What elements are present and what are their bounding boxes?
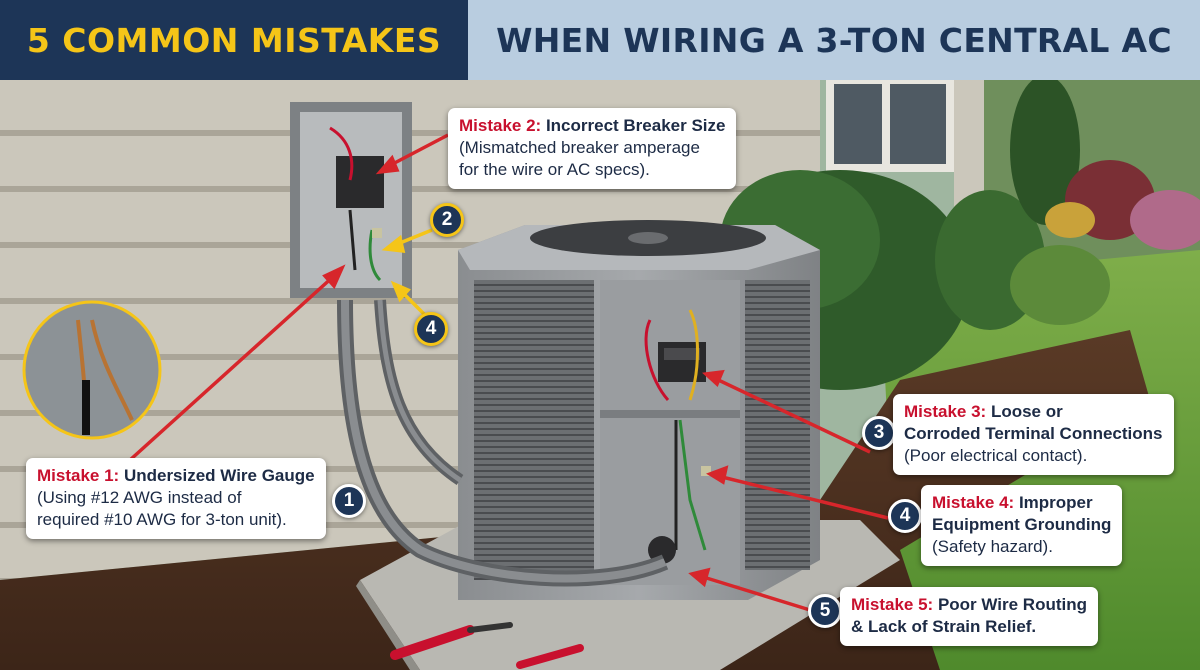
- callout-2-line-1: (Mismatched breaker amperage: [459, 138, 700, 157]
- arrow-mistake-3-head: [702, 369, 725, 387]
- arrow-mistake-4: [717, 474, 889, 520]
- zoom-copper-wire-2: [90, 319, 134, 421]
- arrow-mistake-1-head: [322, 264, 346, 290]
- callout-1-heading: Mistake 1: Undersized Wire Gauge: [37, 465, 315, 487]
- window-pane-right: [890, 84, 946, 164]
- callout-4-title: Improper: [1018, 493, 1093, 512]
- disconnect-ground-wire: [368, 229, 382, 282]
- callout-3-title: Loose or: [990, 402, 1063, 421]
- callout-mistake-1: Mistake 1: Undersized Wire Gauge (Using …: [26, 458, 326, 539]
- arrow-mistake-5: [699, 574, 811, 612]
- callout-2-title: Incorrect Breaker Size: [545, 116, 726, 135]
- callout-1-label: Mistake 1:: [37, 466, 120, 485]
- callout-1-line-1: (Using #12 AWG instead of: [37, 488, 242, 507]
- callout-4-line-1: (Safety hazard).: [932, 537, 1053, 556]
- title-banner-right: WHEN WIRING A 3-TON CENTRAL AC: [468, 0, 1200, 80]
- arrow-mistake-3: [711, 375, 871, 454]
- ac-ground-lug: [701, 466, 711, 476]
- wire-stripper-jaw: [467, 622, 513, 633]
- ac-ground-wire: [678, 419, 707, 551]
- callout-mistake-2: Mistake 2: Incorrect Breaker Size (Misma…: [448, 108, 737, 189]
- callout-2-line-2: for the wire or AC specs).: [459, 160, 650, 179]
- wire-gauge-zoom-inset: [22, 300, 162, 440]
- ac-coil-grille-right: [745, 280, 810, 570]
- ac-wire-red: [644, 319, 670, 402]
- callout-badge-4: 4: [888, 499, 922, 533]
- callout-4-label: Mistake 4:: [932, 493, 1015, 512]
- arrow-disconnect-4-head: [390, 280, 411, 303]
- callout-3-title-2: Corroded Terminal Connections: [904, 424, 1163, 443]
- callout-5-title-2: & Lack of Strain Relief.: [851, 617, 1037, 636]
- disconnect-wire-red: [329, 126, 354, 181]
- disconnect-badge-2: 2: [430, 203, 464, 237]
- callout-arrows: [128, 133, 889, 612]
- disconnect-arrows: [381, 228, 433, 317]
- disconnect-badge-4: 4: [414, 312, 448, 346]
- callout-2-heading: Mistake 2: Incorrect Breaker Size: [459, 115, 725, 137]
- callout-mistake-3: Mistake 3: Loose or Corroded Terminal Co…: [893, 394, 1174, 475]
- disconnect-ground-lug: [372, 228, 382, 238]
- flowers-yellow: [1045, 202, 1095, 238]
- ac-contactor-top: [664, 348, 700, 360]
- callout-badge-5: 5: [808, 594, 842, 628]
- title-banner: 5 COMMON MISTAKES WHEN WIRING A 3-TON CE…: [0, 0, 1200, 80]
- callout-1-line-2: required #10 AWG for 3-ton unit).: [37, 510, 287, 529]
- conifer: [1010, 80, 1080, 225]
- ac-panel-shelf: [600, 410, 740, 418]
- callout-mistake-4: Mistake 4: Improper Equipment Grounding …: [921, 485, 1123, 566]
- callout-5-title: Poor Wire Routing: [937, 595, 1087, 614]
- arrow-disconnect-2-head: [381, 234, 406, 254]
- callout-badge-3: 3: [862, 416, 896, 450]
- disconnect-breaker: [336, 156, 384, 208]
- arrow-mistake-1: [128, 273, 337, 462]
- hosta: [1010, 245, 1110, 325]
- callout-5-heading: Mistake 5: Poor Wire Routing: [851, 594, 1087, 616]
- callout-3-heading: Mistake 3: Loose or: [904, 401, 1163, 423]
- ac-fan-hub: [628, 232, 668, 244]
- conduit-main-highlight: [341, 299, 667, 583]
- callout-3-line-1: (Poor electrical contact).: [904, 446, 1088, 465]
- arrow-mistake-2-head: [375, 154, 400, 175]
- title-part-1: 5 COMMON MISTAKES: [26, 20, 442, 60]
- conduit-secondary-highlight: [377, 299, 462, 483]
- callout-2-label: Mistake 2:: [459, 116, 542, 135]
- disconnect-wire-black: [348, 209, 357, 271]
- title-banner-left: 5 COMMON MISTAKES: [0, 0, 468, 80]
- ac-coil-grille-left: [474, 280, 594, 580]
- ac-service-panel: [600, 280, 740, 585]
- disconnect-box: [290, 102, 412, 298]
- callout-mistake-5: Mistake 5: Poor Wire Routing & Lack of S…: [840, 587, 1098, 646]
- ac-condenser-unit: [458, 220, 820, 600]
- callout-4-heading: Mistake 4: Improper: [932, 492, 1111, 514]
- flowers-pink: [1130, 190, 1200, 250]
- mulch-bed: [0, 330, 1150, 670]
- callout-badge-1: 1: [332, 484, 366, 518]
- ac-conduit-entry: [648, 536, 676, 564]
- arrow-mistake-4-head: [706, 465, 729, 485]
- callout-4-title-2: Equipment Grounding: [932, 515, 1112, 534]
- callout-5-label: Mistake 5:: [851, 595, 934, 614]
- wire-stripper-handle: [390, 625, 475, 660]
- ac-wire-yellow: [688, 309, 699, 401]
- screwdriver: [516, 644, 584, 669]
- window-pane-left: [834, 84, 882, 164]
- arrow-mistake-5-head: [688, 567, 711, 588]
- scene-illustration: 2 4 Mistake 1: Undersized Wire Gauge (Us…: [0, 80, 1200, 670]
- title-part-2: WHEN WIRING A 3-TON CENTRAL AC: [496, 20, 1172, 60]
- callout-1-title: Undersized Wire Gauge: [123, 466, 315, 485]
- callout-3-label: Mistake 3:: [904, 402, 987, 421]
